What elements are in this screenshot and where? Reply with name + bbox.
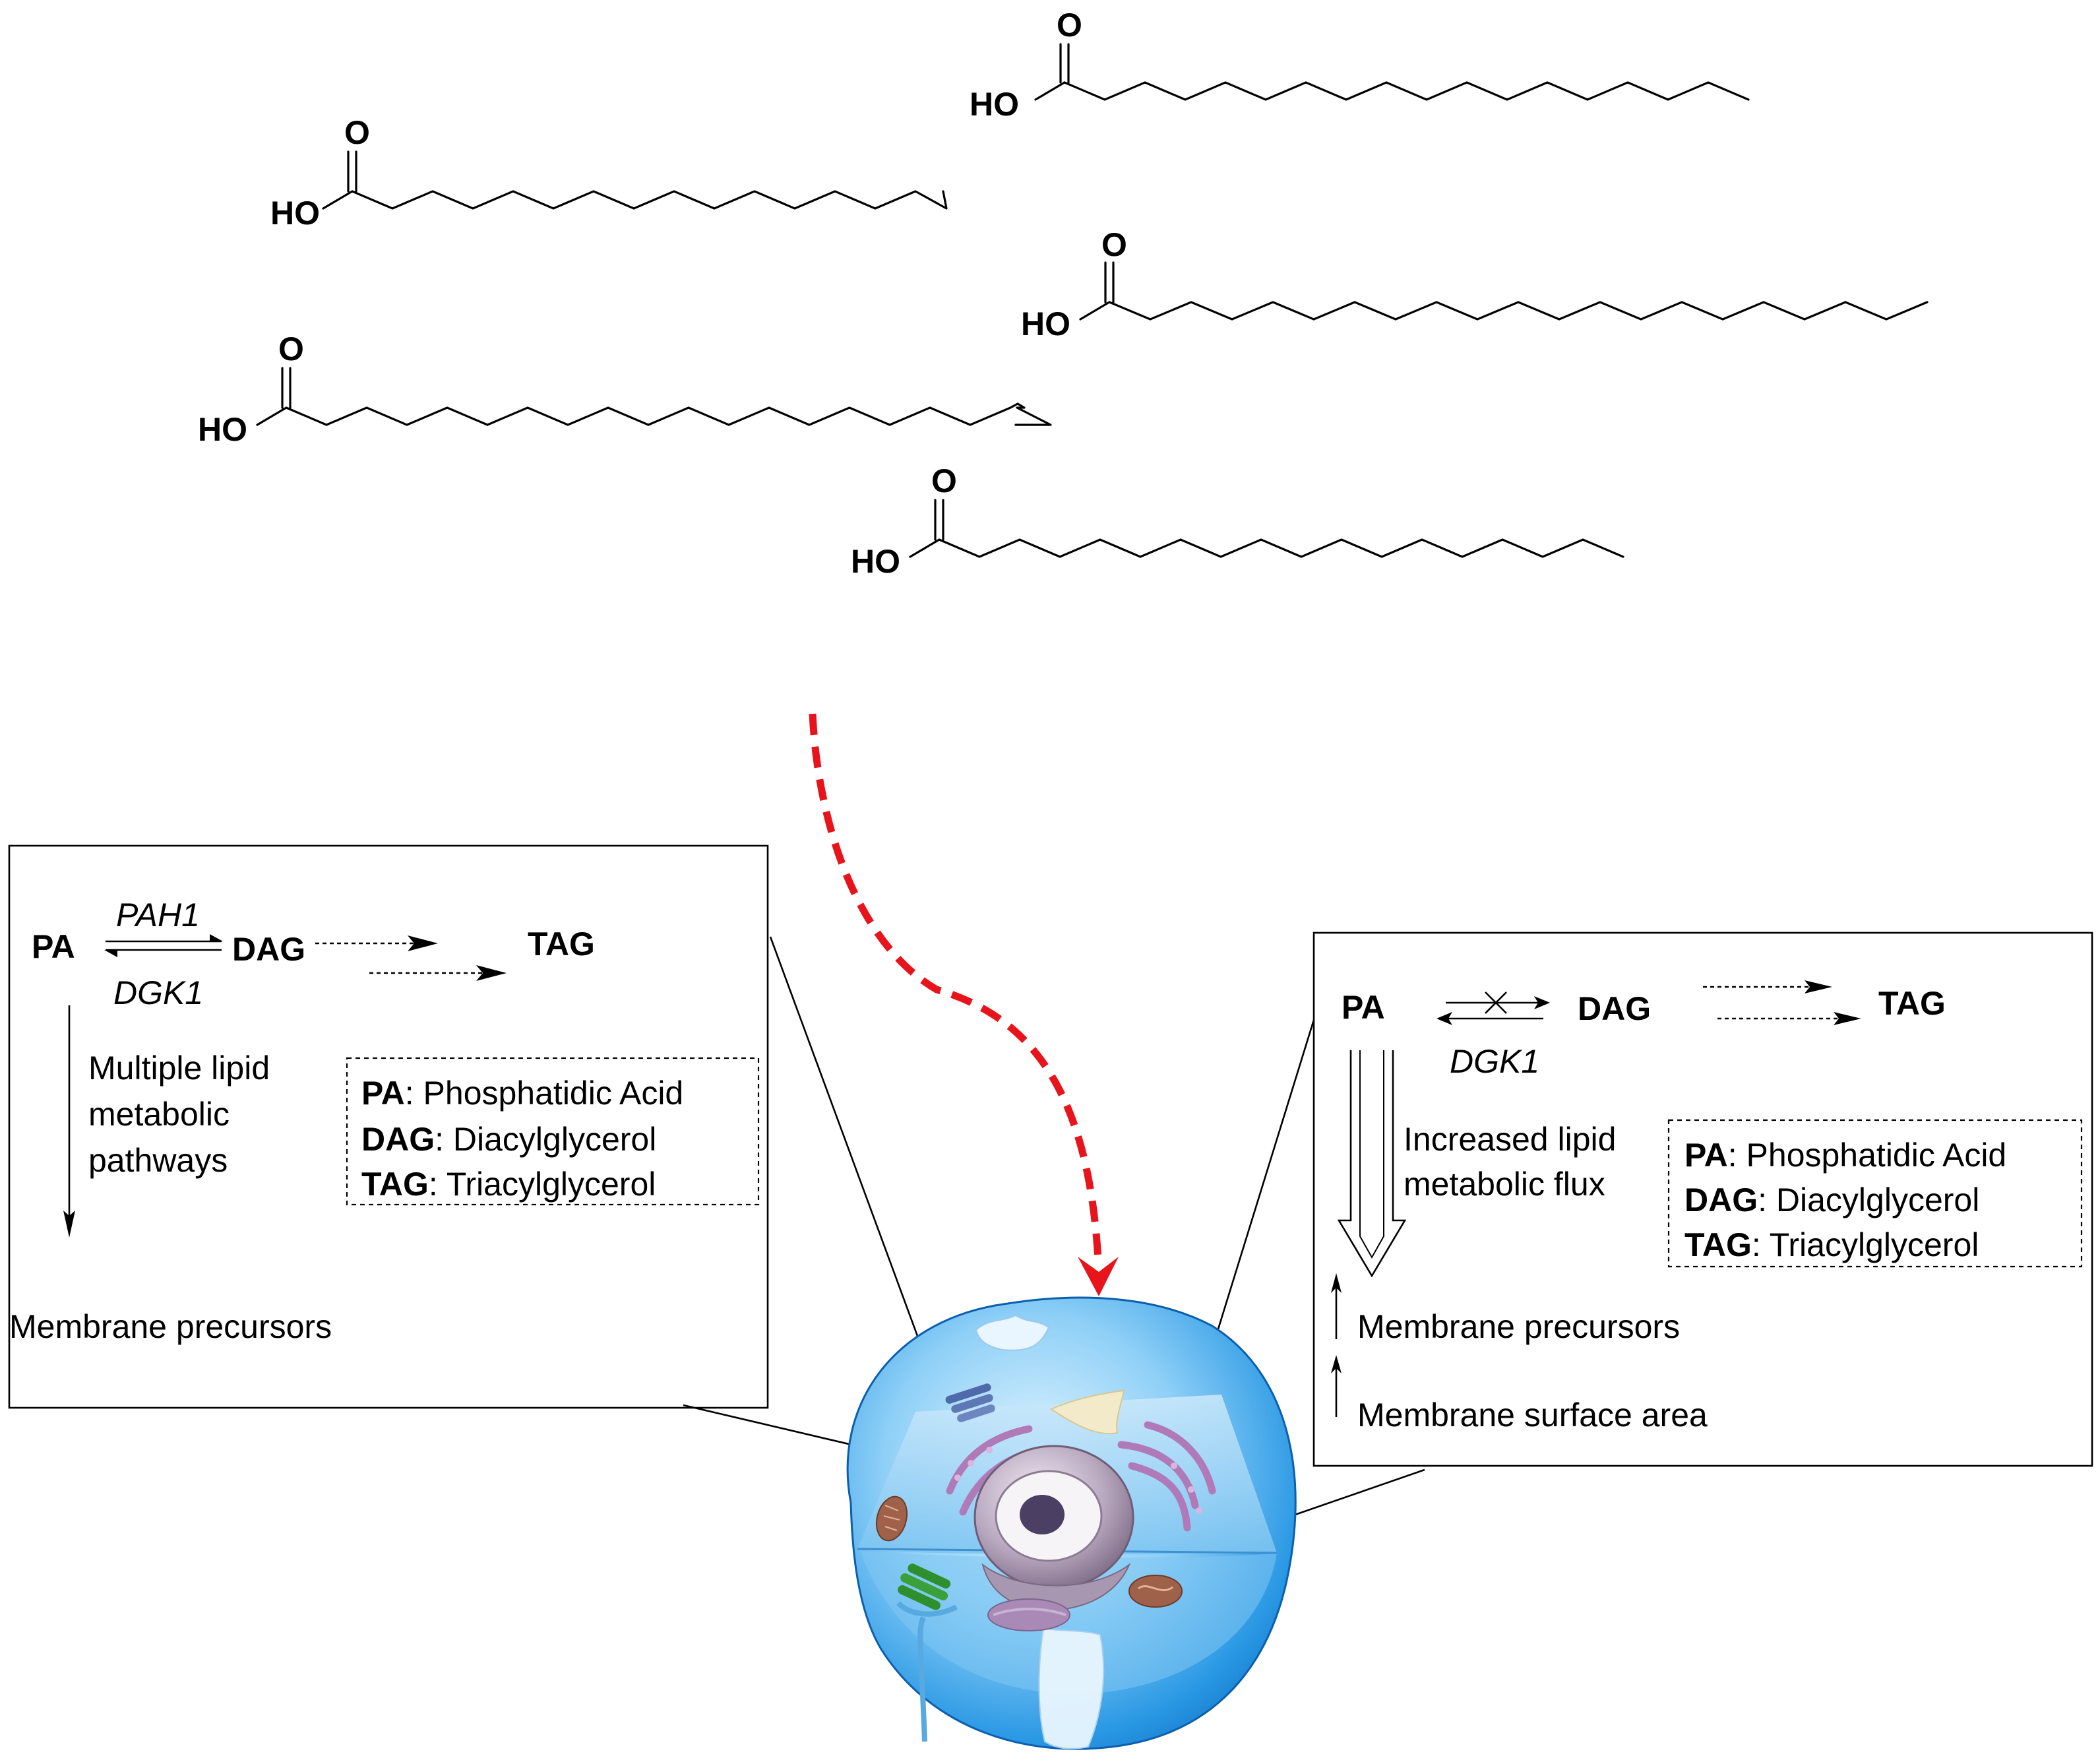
fatty-acid-1: O HO (970, 7, 1750, 123)
dag-label: DAG (1578, 990, 1651, 1027)
hydroxyl-label: HO (1021, 305, 1070, 342)
oxygen-label: O (931, 462, 957, 499)
legend-tag: TAG: Triacylglycerol (361, 1166, 656, 1203)
legend-pa: PA: Phosphatidic Acid (1684, 1137, 2006, 1174)
pa-label: PA (1342, 989, 1385, 1026)
pa-label: PA (32, 928, 75, 965)
pah1-enzyme-label: PAH1 (116, 897, 200, 933)
dgk1-enzyme-label: DGK1 (113, 974, 203, 1011)
fatty-acid-4: O HO (198, 331, 1052, 448)
oxygen-label: O (1057, 7, 1082, 44)
legend-dag: DAG: Diacylglycerol (1684, 1181, 1979, 1218)
membrane-surface-area-label: Membrane surface area (1357, 1397, 1708, 1433)
membrane-precursors-label: Membrane precursors (9, 1308, 332, 1345)
membrane-precursors-label: Membrane precursors (1357, 1308, 1680, 1345)
right-panel: PA DAG TAG DGK1 Increased lipid metaboli… (1312, 931, 2093, 1467)
cell-illustration (846, 1296, 1297, 1750)
flux-text-line-2: metabolic flux (1404, 1166, 1605, 1203)
tag-label: TAG (528, 926, 595, 962)
pathway-text-line-3: pathways (88, 1142, 228, 1179)
dag-label: DAG (232, 931, 305, 968)
pathway-text-line-1: Multiple lipid (88, 1050, 270, 1087)
hydroxyl-label: HO (970, 86, 1019, 123)
left-panel: PA DAG TAG PAH1 DGK1 Multiple lipid meta… (8, 844, 769, 1409)
legend-tag: TAG: Triacylglycerol (1684, 1226, 1979, 1263)
oxygen-label: O (344, 114, 370, 151)
flux-text-line-1: Increased lipid (1404, 1121, 1616, 1158)
legend-pa: PA: Phosphatidic Acid (361, 1075, 683, 1112)
fatty-acid-3: O HO (1021, 226, 1929, 342)
fatty-acid-5: O HO (851, 462, 1624, 580)
legend-dag: DAG: Diacylglycerol (361, 1121, 656, 1158)
hydroxyl-label: HO (198, 411, 247, 448)
tag-label: TAG (1878, 985, 1946, 1022)
fatty-acid-2: O HO (270, 114, 948, 232)
oxygen-label: O (278, 331, 304, 367)
hydroxyl-label: HO (270, 195, 320, 232)
transition-arrow (809, 713, 1119, 1296)
pathway-text-line-2: metabolic (88, 1096, 230, 1133)
dgk1-enzyme-label: DGK1 (1450, 1043, 1539, 1080)
oxygen-label: O (1101, 226, 1127, 263)
hydroxyl-label: HO (851, 543, 900, 580)
